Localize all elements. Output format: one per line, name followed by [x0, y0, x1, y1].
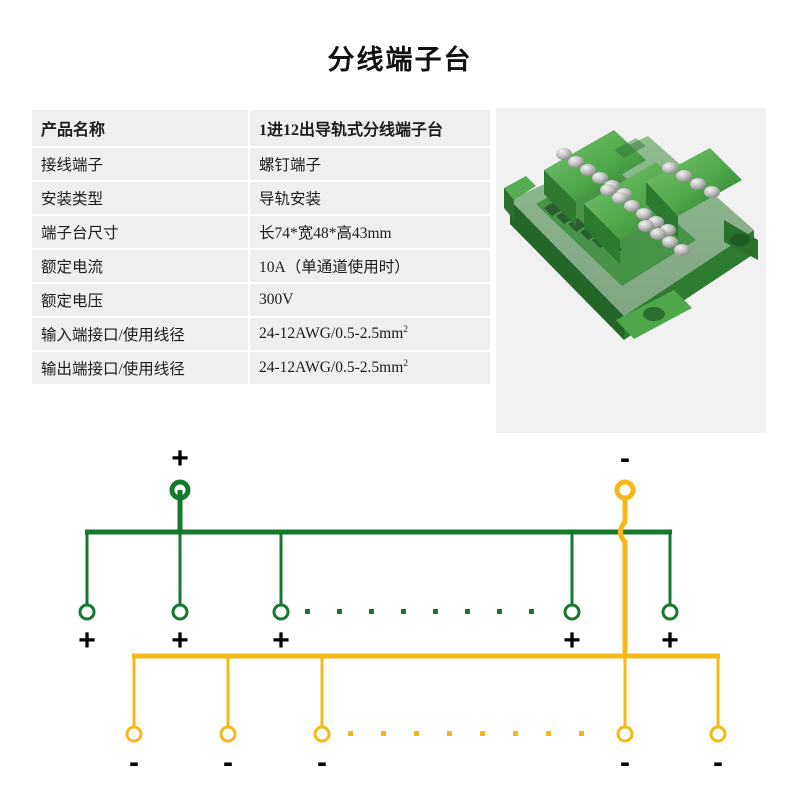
output-negative-label: -	[713, 746, 723, 779]
spec-value: 螺钉端子	[248, 148, 490, 180]
spec-key: 额定电流	[32, 250, 248, 282]
product-label	[614, 138, 646, 158]
table-row: 额定电流 10A（单通道使用时）	[32, 250, 490, 282]
spec-value: 1进12出导轨式分线端子台	[248, 110, 490, 146]
screw-head	[600, 184, 676, 236]
table-row: 输出端接口/使用线径 24-12AWG/0.5-2.5mm2	[32, 352, 490, 384]
input-negative-terminal	[614, 479, 636, 501]
spec-key: 产品名称	[32, 110, 248, 146]
output-positive-terminal	[78, 603, 96, 621]
positive-circuit	[78, 479, 679, 621]
output-negative-terminal	[616, 725, 634, 743]
spec-value: 24-12AWG/0.5-2.5mm2	[248, 352, 490, 384]
spec-value: 导轨安装	[248, 182, 490, 214]
input-negative-label: -	[620, 442, 630, 475]
table-row: 输入端接口/使用线径 24-12AWG/0.5-2.5mm2	[32, 318, 490, 350]
spec-key: 端子台尺寸	[32, 216, 248, 248]
output-negative-label: -	[317, 746, 327, 779]
negative-circuit	[125, 479, 727, 743]
output-positive-terminal	[272, 603, 290, 621]
page-title: 分线端子台	[327, 45, 473, 75]
output-positive-terminal	[661, 603, 679, 621]
product-photo-panel	[496, 108, 766, 433]
spec-section: 产品名称 1进12出导轨式分线端子台 接线端子 螺钉端子 安装类型 导轨安装 端…	[0, 105, 800, 440]
spec-value: 10A（单通道使用时）	[248, 250, 490, 282]
output-positive-terminal	[563, 603, 581, 621]
spec-key: 额定电压	[32, 284, 248, 316]
spec-key: 输入端接口/使用线径	[32, 318, 248, 350]
output-positive-label: +	[272, 624, 290, 657]
spec-value-text: 24-12AWG/0.5-2.5mm	[259, 325, 404, 342]
spec-value: 长74*宽48*高43mm	[248, 216, 490, 248]
spec-key: 接线端子	[32, 148, 248, 180]
output-positive-label: +	[661, 624, 679, 657]
negative-wire-hop	[618, 498, 628, 656]
output-positive-label: +	[171, 624, 189, 657]
positive-ellipsis	[305, 609, 534, 614]
screw-terminal-rows	[544, 130, 742, 264]
screw-head	[662, 162, 720, 198]
specification-table: 产品名称 1进12出导轨式分线端子台 接线端子 螺钉端子 安装类型 导轨安装 端…	[32, 108, 490, 386]
output-positive-label: +	[78, 624, 96, 657]
output-negative-terminal	[125, 725, 143, 743]
output-negative-label: -	[620, 746, 630, 779]
spec-key: 输出端接口/使用线径	[32, 352, 248, 384]
table-row: 安装类型 导轨安装	[32, 182, 490, 214]
spec-key: 安装类型	[32, 182, 248, 214]
spec-value: 300V	[248, 284, 490, 316]
output-negative-terminal	[709, 725, 727, 743]
table-row: 产品名称 1进12出导轨式分线端子台	[32, 110, 490, 146]
table-row: 接线端子 螺钉端子	[32, 148, 490, 180]
output-positive-terminal	[171, 603, 189, 621]
screw-head	[638, 220, 690, 256]
spec-value-superscript: 2	[403, 358, 409, 369]
output-negative-terminal	[313, 725, 331, 743]
wiring-diagram: + - + + + + + - - - - -	[0, 440, 800, 785]
output-negative-terminal	[219, 725, 237, 743]
negative-ellipsis	[348, 731, 584, 736]
output-negative-label: -	[129, 746, 139, 779]
input-positive-terminal	[169, 479, 191, 501]
product-photo-image	[496, 108, 766, 433]
spec-value-superscript: 2	[403, 324, 409, 335]
output-negative-label: -	[223, 746, 233, 779]
output-positive-label: +	[563, 624, 581, 657]
table-row: 额定电压 300V	[32, 284, 490, 316]
table-row: 端子台尺寸 长74*宽48*高43mm	[32, 216, 490, 248]
spec-value-text: 24-12AWG/0.5-2.5mm	[259, 359, 404, 376]
input-positive-label: +	[171, 442, 189, 475]
wiring-diagram-svg: + - + + + + + - - - - -	[78, 442, 727, 779]
spec-value: 24-12AWG/0.5-2.5mm2	[248, 318, 490, 350]
